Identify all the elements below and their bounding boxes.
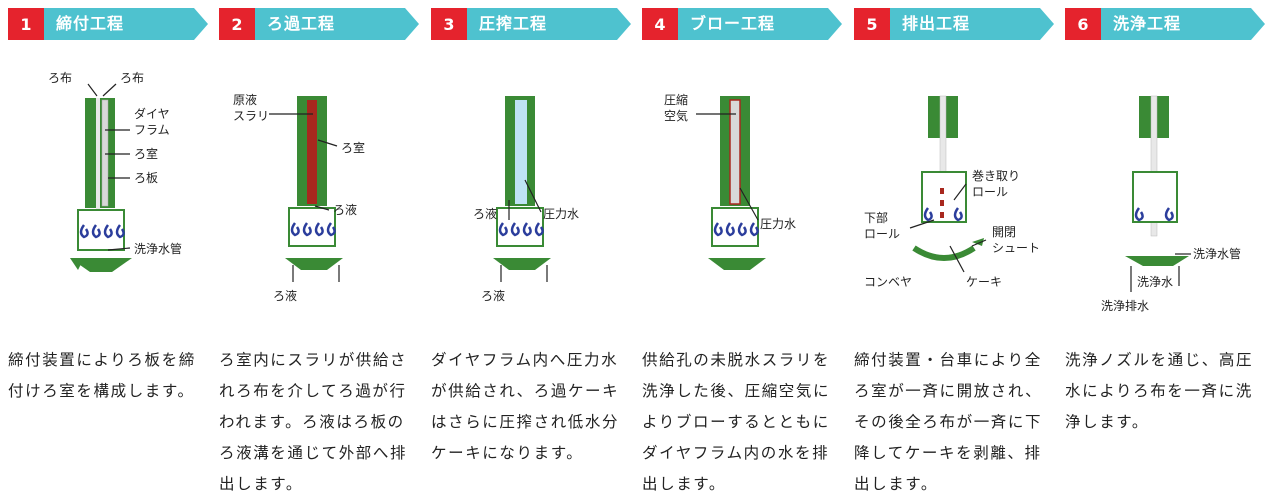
step-1: 1 締付工程 ろ布 ろ布 ダイヤ フラム ろ室 ろ板 洗浄水管 締付装置によりろ…: [8, 0, 208, 501]
label-air-2: 空気: [664, 108, 688, 123]
label-chamber: ろ室: [134, 146, 158, 161]
label-chute-1: 開閉: [992, 225, 1016, 239]
label-chute-2: シュート: [992, 241, 1040, 255]
step-diagram: 巻き取り ロール 下部 ロール 開閉 シュート コンベヤ ケーキ: [864, 95, 1040, 289]
step-description: 締付装置・台車により全ろ室が一斉に開放され、その後全ろ布が一斉に下降してケーキを…: [854, 351, 1043, 493]
step-title-arrow: 排出工程: [890, 8, 1054, 40]
label-filtrate: ろ液: [333, 202, 357, 217]
label-slurry-1: 原液: [233, 92, 257, 107]
step-description: ダイヤフラム内へ圧力水が供給され、ろ過ケーキはさらに圧搾され低水分ケーキになりま…: [431, 351, 620, 462]
label-drain: 洗浄排水: [1101, 299, 1149, 313]
step-title-arrow: 洗浄工程: [1101, 8, 1265, 40]
filter-plate: [77, 98, 125, 251]
step-title: 圧搾工程: [479, 14, 548, 33]
label-wash-water: 洗浄水: [1137, 275, 1173, 289]
step-number: 5: [854, 8, 890, 40]
step-title: ろ過工程: [267, 14, 336, 33]
label-diaphragm-1: ダイヤ: [134, 106, 170, 121]
label-filtrate: ろ液: [473, 206, 497, 221]
step-description: ろ室内にスラリが供給されろ布を介してろ過が行われます。ろ液はろ板のろ液溝を通じて…: [219, 351, 408, 493]
collection-tray: [70, 258, 132, 272]
step-header: 5 排出工程: [854, 8, 1054, 40]
step-number: 1: [8, 8, 44, 40]
label-wash-pipe: 洗浄水管: [1193, 246, 1241, 261]
label-lower-roll-1: 下部: [864, 210, 888, 225]
step-number: 2: [219, 8, 255, 40]
step-5: 5 排出工程 巻き取り ロール 下部 ロール 開閉 シュート コンベヤ ケーキ …: [854, 0, 1054, 501]
step-diagram: 原液 スラリ ろ室 ろ液 ろ液: [233, 92, 365, 303]
label-takeup-roll-2: ロール: [972, 185, 1008, 199]
step-title-arrow: ブロー工程: [678, 8, 842, 40]
label-filtrate-out: ろ液: [481, 288, 505, 303]
label-conveyor: コンベヤ: [864, 275, 912, 289]
step-header: 2 ろ過工程: [219, 8, 419, 40]
step-description: 締付装置によりろ板を締付けろ室を構成します。: [8, 351, 196, 400]
label-takeup-roll-1: 巻き取り: [972, 169, 1020, 183]
label-lower-roll-2: ロール: [864, 227, 900, 241]
step-description: 供給孔の未脱水スラリを洗浄した後、圧縮空気によりブローするとともにダイヤフラム内…: [642, 351, 831, 493]
label-air-1: 圧縮: [664, 92, 688, 107]
step-diagram: 圧縮 空気 圧力水: [664, 92, 796, 270]
label-cloth-left: ろ布: [48, 71, 72, 85]
label-plate: ろ板: [134, 171, 158, 185]
label-cake: ケーキ: [966, 275, 1002, 289]
step-title: ブロー工程: [690, 14, 776, 33]
step-number: 6: [1065, 8, 1101, 40]
nozzles: [79, 224, 125, 239]
step-diagram: ろ液 圧力水 ろ液: [473, 96, 579, 303]
step-header: 6 洗浄工程: [1065, 8, 1265, 40]
step-diagram: ろ布 ろ布 ダイヤ フラム ろ室 ろ板 洗浄水管: [48, 71, 182, 272]
step-6: 6 洗浄工程 洗浄水管 洗浄水 洗浄排水 洗浄ノズルを通じ、高圧水によりろ布を一…: [1065, 0, 1265, 501]
step-header: 3 圧搾工程: [431, 8, 631, 40]
label-slurry-2: スラリ: [233, 109, 269, 123]
step-title: 締付工程: [56, 14, 125, 33]
step-2: 2 ろ過工程 原液 スラリ ろ室 ろ液 ろ液 ろ室内にスラリが供給されろ布を介し…: [219, 0, 419, 501]
label-cloth-right: ろ布: [120, 71, 144, 85]
label-press-water: 圧力水: [543, 207, 579, 221]
step-title-arrow: 締付工程: [44, 8, 208, 40]
step-4: 4 ブロー工程 圧縮 空気 圧力水 供給孔の未脱水スラリを洗浄した後、圧縮空気に…: [642, 0, 842, 501]
step-title-arrow: ろ過工程: [255, 8, 419, 40]
label-wash-pipe: 洗浄水管: [134, 241, 182, 256]
label-chamber: ろ室: [341, 140, 365, 155]
step-description: 洗浄ノズルを通じ、高圧水によりろ布を一斉に洗浄します。: [1065, 351, 1254, 431]
step-diagram: 洗浄水管 洗浄水 洗浄排水: [1101, 95, 1241, 313]
step-header: 4 ブロー工程: [642, 8, 842, 40]
step-title: 洗浄工程: [1113, 14, 1182, 33]
step-3: 3 圧搾工程 ろ液 圧力水 ろ液 ダイヤフラム内へ圧力水が供給され、ろ過ケーキは…: [431, 0, 631, 501]
step-header: 1 締付工程: [8, 8, 208, 40]
step-number: 3: [431, 8, 467, 40]
label-press-water: 圧力水: [760, 217, 796, 231]
label-filtrate-out: ろ液: [273, 288, 297, 303]
step-title-arrow: 圧搾工程: [467, 8, 631, 40]
step-title: 排出工程: [902, 14, 971, 33]
label-diaphragm-2: フラム: [134, 123, 170, 137]
step-number: 4: [642, 8, 678, 40]
conveyor: [912, 245, 976, 261]
